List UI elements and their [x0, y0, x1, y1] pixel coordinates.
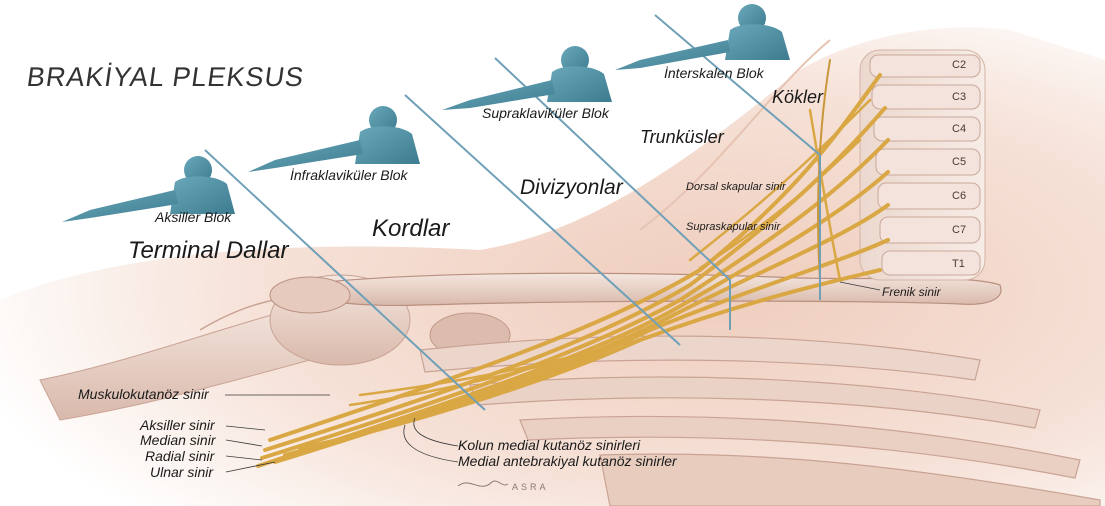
vertebra-label: C3 — [952, 91, 966, 103]
vertebra-label: C2 — [952, 59, 966, 71]
dorsal-scapular-nerve-label: Dorsal skapular sinir — [686, 181, 787, 193]
vertebra-label: C4 — [952, 123, 966, 135]
divisions-label: Divizyonlar — [520, 176, 624, 199]
medial-antebrachial-cutaneous-label: Medial antebrakiyal kutanöz sinirler — [458, 453, 678, 469]
median-nerve-label: Median sinir — [140, 432, 217, 448]
vertebra-label: C6 — [952, 190, 966, 202]
interscalene-figure-icon — [615, 4, 790, 70]
asra-signature: ASRA — [512, 482, 549, 492]
axillary-nerve-label: Aksiller sinir — [139, 417, 216, 433]
musculocutaneous-nerve-label: Muskulokutanöz sinir — [78, 386, 210, 402]
terminal-branches-label: Terminal Dallar — [128, 237, 290, 264]
vertebra-label: T1 — [952, 258, 965, 270]
radial-nerve-label: Radial sinir — [145, 448, 216, 464]
suprascapular-nerve-label: Supraskapular sinir — [686, 221, 781, 233]
roots-label: Kökler — [772, 87, 824, 107]
ulnar-nerve-label: Ulnar sinir — [150, 464, 214, 480]
page-title: BRAKİYAL PLEKSUS — [25, 61, 306, 92]
interscalene-block-label: İnterskalen Blok — [664, 65, 765, 81]
medial-brachial-cutaneous-label: Kolun medial kutanöz sinirleri — [458, 437, 641, 453]
cords-label: Kordlar — [372, 215, 450, 242]
supraclavicular-block-label: Supraklaviküler Blok — [482, 105, 610, 121]
infraclavicular-block-label: İnfraklaviküler Blok — [290, 167, 408, 183]
trunks-label: Trunküsler — [640, 127, 725, 147]
phrenic-nerve-label: Frenik sinir — [882, 285, 942, 299]
infraclavicular-figure-icon — [248, 106, 420, 172]
vertebra-label: C5 — [952, 156, 966, 168]
supraclavicular-figure-icon — [442, 46, 612, 110]
axillary-block-label: Aksiller Blok — [154, 209, 232, 225]
vertebra-label: C7 — [952, 224, 966, 236]
